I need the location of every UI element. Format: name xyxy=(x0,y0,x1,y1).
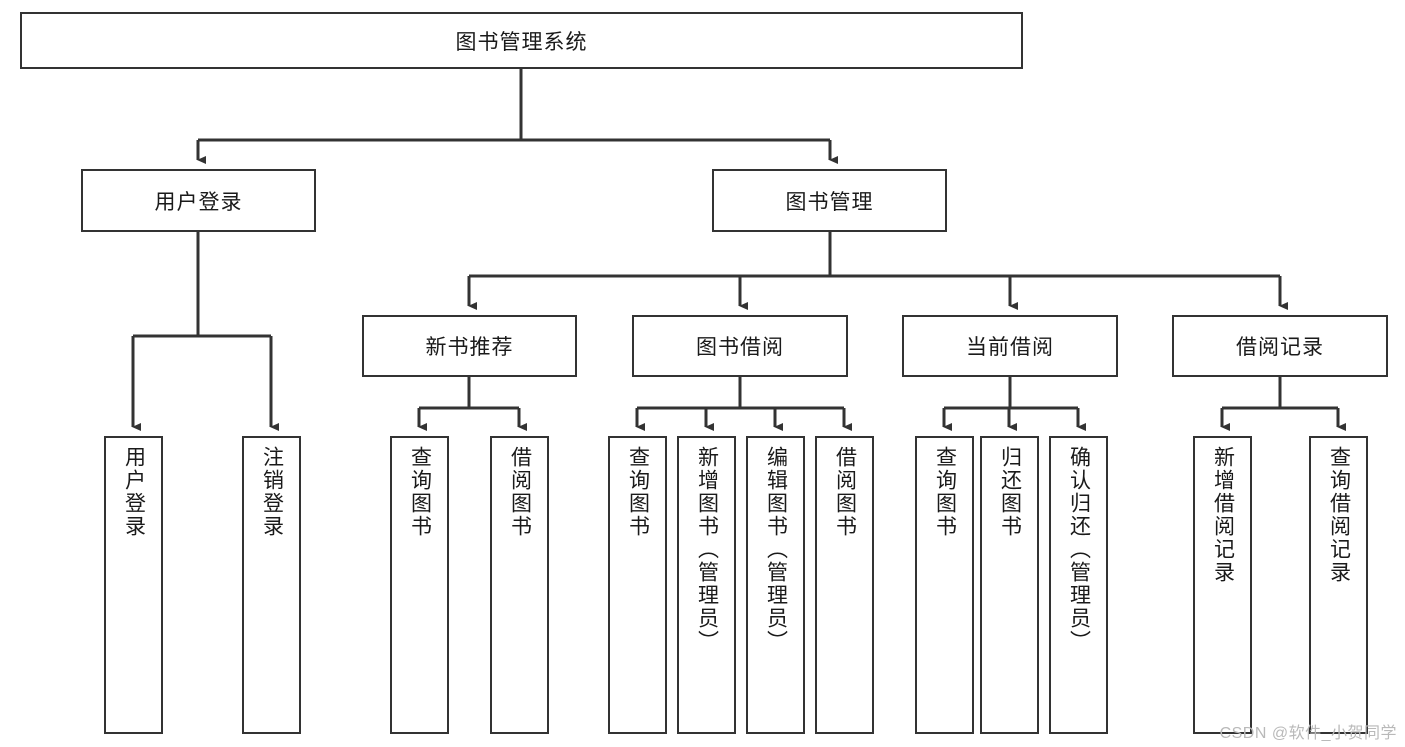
node-label: 归还图书 xyxy=(998,446,1022,538)
node-label: 当前借阅 xyxy=(966,336,1054,359)
node-label: 用户登录 xyxy=(154,190,243,214)
leaf-add-book-admin[interactable]: 新增图书（管理员） xyxy=(677,436,736,734)
node-label: 新书推荐 xyxy=(425,336,514,359)
node-label: 编辑图书（管理员） xyxy=(764,446,788,653)
leaf-return-book[interactable]: 归还图书 xyxy=(980,436,1039,734)
node-label: 查询图书 xyxy=(626,446,650,538)
node-label: 新增借阅记录 xyxy=(1211,446,1235,584)
csdn-watermark: CSDN @软件_小贺同学 xyxy=(1219,725,1397,742)
leaf-confirm-return-admin[interactable]: 确认归还（管理员） xyxy=(1049,436,1108,734)
leaf-query-borrow-record[interactable]: 查询借阅记录 xyxy=(1309,436,1368,734)
node-label: 确认归还（管理员） xyxy=(1067,446,1091,653)
node-book-management-system[interactable]: 图书管理系统 xyxy=(20,12,1023,69)
node-new-book-recommendation[interactable]: 新书推荐 xyxy=(362,315,577,377)
node-book-management[interactable]: 图书管理 xyxy=(712,169,947,232)
leaf-add-borrow-record[interactable]: 新增借阅记录 xyxy=(1193,436,1252,734)
leaf-edit-book-admin[interactable]: 编辑图书（管理员） xyxy=(746,436,805,734)
node-book-borrowing[interactable]: 图书借阅 xyxy=(632,315,848,377)
node-label: 图书管理系统 xyxy=(455,30,588,54)
node-borrowing-records[interactable]: 借阅记录 xyxy=(1172,315,1388,377)
leaf-query-book-recommendation[interactable]: 查询图书 xyxy=(390,436,449,734)
leaf-borrow-book-borrow[interactable]: 借阅图书 xyxy=(815,436,874,734)
node-label: 图书管理 xyxy=(785,190,874,214)
leaf-user-login[interactable]: 用户登录 xyxy=(104,436,163,734)
leaf-query-book-borrow[interactable]: 查询图书 xyxy=(608,436,667,734)
node-label: 新增图书（管理员） xyxy=(695,446,719,653)
node-label: 用户登录 xyxy=(122,446,146,538)
node-user-login[interactable]: 用户登录 xyxy=(81,169,316,232)
leaf-query-book-current[interactable]: 查询图书 xyxy=(915,436,974,734)
node-label: 注销登录 xyxy=(260,446,284,538)
node-label: 借阅图书 xyxy=(833,446,857,538)
leaf-borrow-book-recommendation[interactable]: 借阅图书 xyxy=(490,436,549,734)
node-label: 借阅记录 xyxy=(1236,336,1324,359)
node-label: 借阅图书 xyxy=(508,446,532,538)
node-label: 查询图书 xyxy=(408,446,432,538)
node-label: 图书借阅 xyxy=(696,336,784,359)
leaf-logout[interactable]: 注销登录 xyxy=(242,436,301,734)
node-label: 查询图书 xyxy=(933,446,957,538)
node-current-borrowing[interactable]: 当前借阅 xyxy=(902,315,1118,377)
node-label: 查询借阅记录 xyxy=(1327,446,1351,584)
